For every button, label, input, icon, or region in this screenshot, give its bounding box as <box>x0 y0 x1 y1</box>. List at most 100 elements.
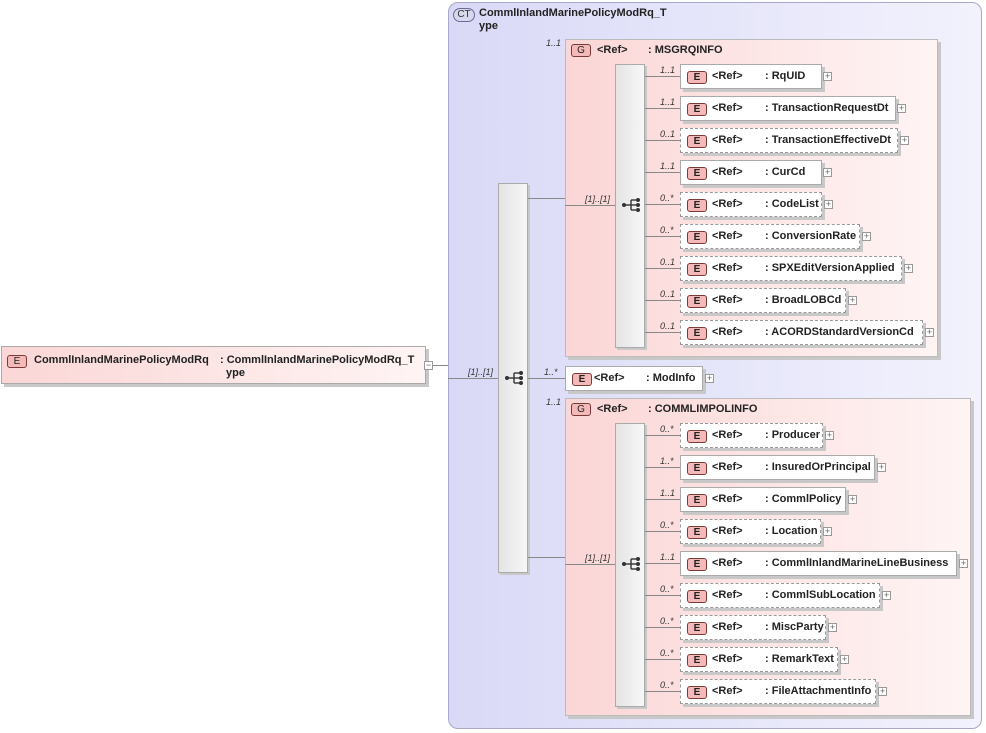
element-occurs: 0..1 <box>660 321 676 331</box>
element-ref: <Ref> <box>594 372 625 384</box>
element-name: : RemarkText <box>765 653 834 665</box>
element-occurs: 0..* <box>660 520 674 530</box>
element-ref: <Ref> <box>712 102 743 114</box>
complex-type-name-line2: ype <box>479 20 498 32</box>
element-occurs: 0..1 <box>660 129 676 139</box>
connector <box>645 108 680 109</box>
group-sequence-bar <box>615 423 645 707</box>
connector <box>645 499 680 500</box>
plus-icon[interactable]: + <box>878 686 887 696</box>
element-badge: E <box>687 135 707 148</box>
plus-icon[interactable]: + <box>877 462 886 472</box>
element-ref: <Ref> <box>712 589 743 601</box>
connector <box>645 268 680 269</box>
plus-icon[interactable]: + <box>925 327 934 337</box>
plus-icon[interactable]: + <box>900 135 909 145</box>
connector <box>645 531 680 532</box>
connector <box>645 300 680 301</box>
plus-icon[interactable]: + <box>823 71 832 81</box>
group-occurs: 1..1 <box>546 38 562 48</box>
element-name: : ModInfo <box>646 372 696 384</box>
element-badge: E <box>687 494 707 507</box>
plus-icon[interactable]: + <box>904 263 913 273</box>
group-name: : COMMLIMPOLINFO <box>648 403 758 415</box>
root-type-line2: ype <box>226 367 245 379</box>
element-occurs: 0..* <box>660 584 674 594</box>
element-ref: <Ref> <box>712 493 743 505</box>
plus-icon[interactable]: + <box>828 622 837 632</box>
element-name: : RqUID <box>765 70 806 82</box>
plus-icon[interactable]: + <box>882 590 891 600</box>
element-occurs: 0..* <box>660 424 674 434</box>
element-badge: E <box>687 462 707 475</box>
element-occurs: 0..* <box>660 225 674 235</box>
element-ref: <Ref> <box>712 461 743 473</box>
element-badge: E <box>7 355 27 368</box>
element-badge: E <box>687 71 707 84</box>
element-occurs: 1..1 <box>660 161 676 171</box>
sequence-icon <box>505 371 523 385</box>
element-occurs: 0..* <box>660 680 674 690</box>
element-name: : BroadLOBCd <box>765 294 842 306</box>
element-occurs: 0..* <box>660 648 674 658</box>
element-name: : TransactionEffectiveDt <box>765 134 891 146</box>
element-ref: <Ref> <box>712 525 743 537</box>
plus-icon[interactable]: + <box>897 103 906 113</box>
sequence-icon <box>622 198 640 212</box>
element-name: : CommlInlandMarineLineBusiness <box>765 557 949 569</box>
plus-icon[interactable]: + <box>825 430 834 440</box>
element-name: : CommlSubLocation <box>765 589 876 601</box>
element-ref: <Ref> <box>712 134 743 146</box>
plus-icon[interactable]: + <box>848 494 857 504</box>
element-occurs: 0..1 <box>660 257 676 267</box>
element-occurs: 1..* <box>660 456 674 466</box>
connector <box>645 627 680 628</box>
element-occurs: 1..1 <box>660 552 676 562</box>
element-ref: <Ref> <box>712 429 743 441</box>
element-ref: <Ref> <box>712 70 743 82</box>
minus-icon[interactable]: − <box>424 360 433 370</box>
element-badge: E <box>687 654 707 667</box>
connector <box>448 378 498 379</box>
connector <box>645 76 680 77</box>
element-modinfo[interactable]: E <Ref> : ModInfo <box>565 366 703 391</box>
connector <box>645 659 680 660</box>
root-element[interactable]: E CommlInlandMarinePolicyModRq : CommlIn… <box>1 346 426 384</box>
element-name: : CurCd <box>765 166 806 178</box>
plus-icon[interactable]: + <box>840 654 849 664</box>
complex-type-name-line1: CommlInlandMarinePolicyModRq_T <box>479 7 667 19</box>
element-ref: <Ref> <box>712 294 743 306</box>
group-badge: G <box>571 403 591 416</box>
element-badge: E <box>687 295 707 308</box>
element-name: : FileAttachmentInfo <box>765 685 872 697</box>
element-name: : MiscParty <box>765 621 824 633</box>
plus-icon[interactable]: + <box>705 373 714 383</box>
element-badge: E <box>687 590 707 603</box>
connector <box>645 140 680 141</box>
connector <box>433 365 448 366</box>
connector <box>645 467 680 468</box>
connector <box>645 172 680 173</box>
connector <box>645 595 680 596</box>
element-badge: E <box>687 263 707 276</box>
plus-icon[interactable]: + <box>862 231 871 241</box>
connector <box>645 332 680 333</box>
element-badge: E <box>687 558 707 571</box>
root-element-name: CommlInlandMarinePolicyModRq <box>34 354 209 366</box>
element-badge: E <box>687 199 707 212</box>
complex-type-badge: CT <box>453 8 475 22</box>
element-occurs: 0..1 <box>660 289 676 299</box>
element-badge: E <box>687 167 707 180</box>
group-badge: G <box>571 44 591 57</box>
connector <box>528 198 565 199</box>
element-ref: <Ref> <box>712 166 743 178</box>
element-badge: E <box>687 526 707 539</box>
plus-icon[interactable]: + <box>824 199 833 209</box>
plus-icon[interactable]: + <box>848 295 857 305</box>
plus-icon[interactable]: + <box>823 167 832 177</box>
element-ref: <Ref> <box>712 262 743 274</box>
plus-icon[interactable]: + <box>823 526 832 536</box>
connector <box>565 564 615 565</box>
plus-icon[interactable]: + <box>959 558 968 568</box>
connector <box>645 691 680 692</box>
